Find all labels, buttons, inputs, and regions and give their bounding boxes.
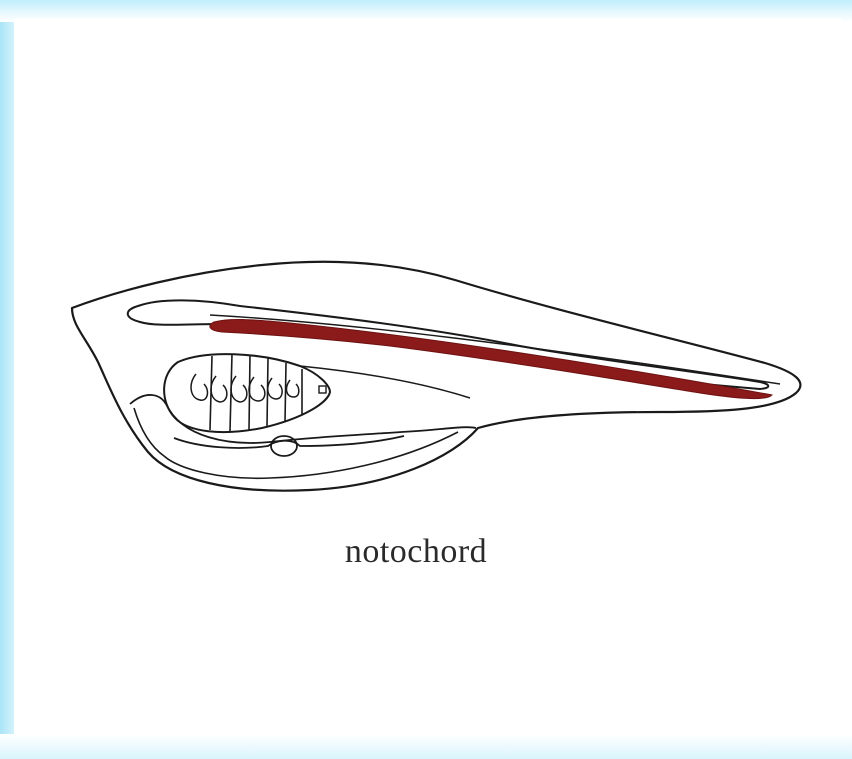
notochord-caption: notochord [300, 533, 532, 571]
notochord [210, 319, 772, 398]
gill-slits [191, 374, 299, 402]
gut-swelling [271, 436, 297, 456]
pharynx-marker [319, 386, 326, 393]
visceral-cavity [130, 395, 476, 443]
body-outline [72, 262, 800, 491]
